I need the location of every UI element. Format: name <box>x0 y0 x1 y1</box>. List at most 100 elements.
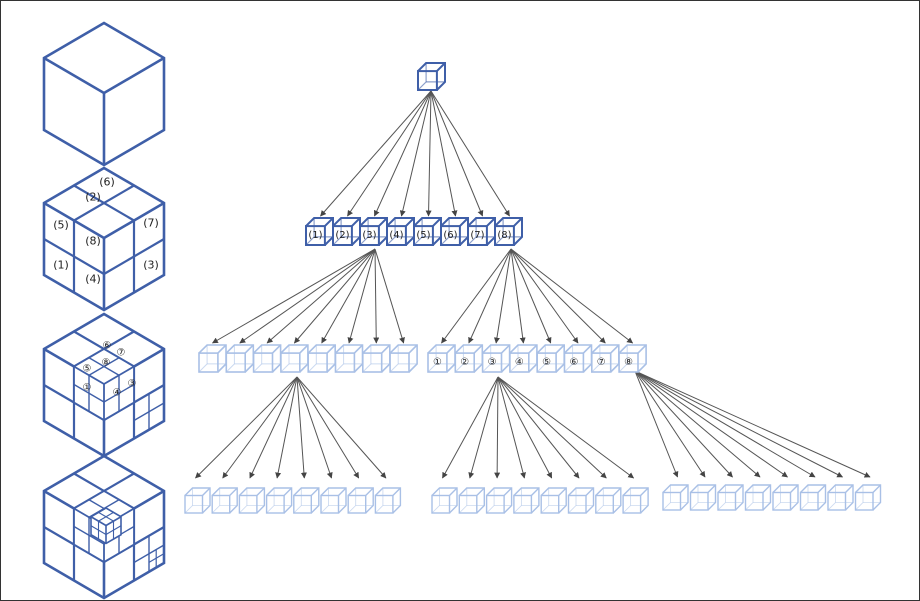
tree-arrow <box>296 376 387 479</box>
level3-group-b <box>431 487 649 514</box>
tree-arrow <box>374 248 405 344</box>
cube-edge <box>486 217 496 227</box>
cube-edge <box>459 217 469 227</box>
level1-node-4 <box>386 217 415 247</box>
cube-edge <box>310 487 320 496</box>
grid-line <box>73 184 135 222</box>
level2b-node-8 <box>618 344 647 373</box>
cube-edge <box>217 344 227 354</box>
grid-line <box>133 402 165 422</box>
level2b-node-6 <box>563 344 593 373</box>
octant-label: (7) <box>143 217 159 230</box>
cube-edge <box>449 487 458 496</box>
cube-edge <box>735 484 744 493</box>
level3c-node-6 <box>799 484 827 511</box>
level3a-node-7 <box>347 487 374 514</box>
level3b-node-4 <box>513 487 540 514</box>
level2b-node-1 <box>427 344 456 373</box>
grid-line <box>90 525 107 535</box>
tree-arrow <box>425 90 432 217</box>
cube-edge <box>271 344 282 354</box>
level3a-node-2 <box>211 487 238 514</box>
tree-arrow <box>510 248 552 344</box>
cube-edge <box>299 344 309 354</box>
tree-arrow <box>249 376 298 479</box>
tree-arrow <box>442 376 499 479</box>
level3a-node-5 <box>293 487 320 514</box>
cube-edge <box>103 56 165 95</box>
octant-label: (1) <box>53 259 69 272</box>
tree-arrow <box>634 370 761 478</box>
cube-edge <box>582 344 593 354</box>
tree-arrow <box>634 370 679 478</box>
tree-arrow <box>510 248 606 344</box>
octant-label: (2) <box>85 191 101 204</box>
sub-octant-label: ⑤ <box>83 364 92 375</box>
level2a-node-8 <box>389 344 418 373</box>
cube-edge <box>528 344 538 354</box>
level3c-node-8 <box>854 484 882 511</box>
tree-arrow <box>430 90 510 217</box>
cube-edge <box>43 56 105 95</box>
level1-node-label: (3) <box>362 230 376 241</box>
level2b-node-7 <box>590 344 620 373</box>
tree-arrow <box>239 248 376 344</box>
cube-edge <box>872 484 881 493</box>
level2a-node-7 <box>361 344 391 373</box>
tree-arrow <box>634 370 844 478</box>
cube-edge <box>381 344 391 354</box>
level3c-node-1 <box>662 484 689 511</box>
tree-arrow <box>294 248 376 344</box>
level3a-node-6 <box>320 487 347 514</box>
level2b-node-4 <box>509 344 538 373</box>
grid-line <box>103 238 165 275</box>
cube-edge <box>612 487 622 496</box>
tree-arrow <box>634 370 788 478</box>
root-node <box>417 62 446 91</box>
level3a-node-3 <box>238 487 266 514</box>
tree-arrow <box>497 376 580 479</box>
tree-arrow <box>468 248 512 344</box>
level2a-node-2 <box>225 344 255 373</box>
level2b-node-5 <box>536 344 565 373</box>
octant-label: (4) <box>85 273 101 286</box>
level2b-node-3 <box>481 344 511 373</box>
cube-edge <box>351 217 361 227</box>
level1-node-8 <box>494 217 523 247</box>
level3b-node-3 <box>485 487 513 514</box>
grid-line <box>133 544 165 564</box>
cube-edge <box>473 344 483 354</box>
cube-edge <box>353 344 364 354</box>
cube-edge <box>283 487 293 496</box>
cube-edge <box>817 484 826 493</box>
level2b-node-label: ⑧ <box>624 357 633 368</box>
level3a-node-4 <box>265 487 293 514</box>
level3c-node-5 <box>772 484 799 511</box>
cube-edge <box>446 344 456 354</box>
cube-edge <box>392 487 401 496</box>
tree-arrow <box>275 376 298 479</box>
cube-edge <box>513 217 523 227</box>
level3-group-c <box>662 484 882 511</box>
level2b-node-2 <box>454 344 484 373</box>
level1-node-label: (2) <box>335 230 349 241</box>
level2a-node-4 <box>280 344 309 373</box>
tree-arrow <box>373 90 432 217</box>
cube-edge <box>378 217 388 227</box>
cube-edge <box>680 484 689 493</box>
subdivision-cube-level-3 <box>42 454 166 600</box>
level2a-node-6 <box>334 344 364 373</box>
tree-arrow <box>347 248 376 344</box>
cube-edge <box>640 487 649 496</box>
grid-line <box>103 383 135 403</box>
cube-edge <box>244 344 254 354</box>
level1-node-1 <box>305 217 334 247</box>
sub-octant-label: ③ <box>128 379 137 390</box>
tree-arrow <box>373 248 380 344</box>
tree-arrow <box>430 90 458 217</box>
tree-arrow <box>510 248 579 344</box>
sub-octant-label: ⑧ <box>102 358 111 369</box>
